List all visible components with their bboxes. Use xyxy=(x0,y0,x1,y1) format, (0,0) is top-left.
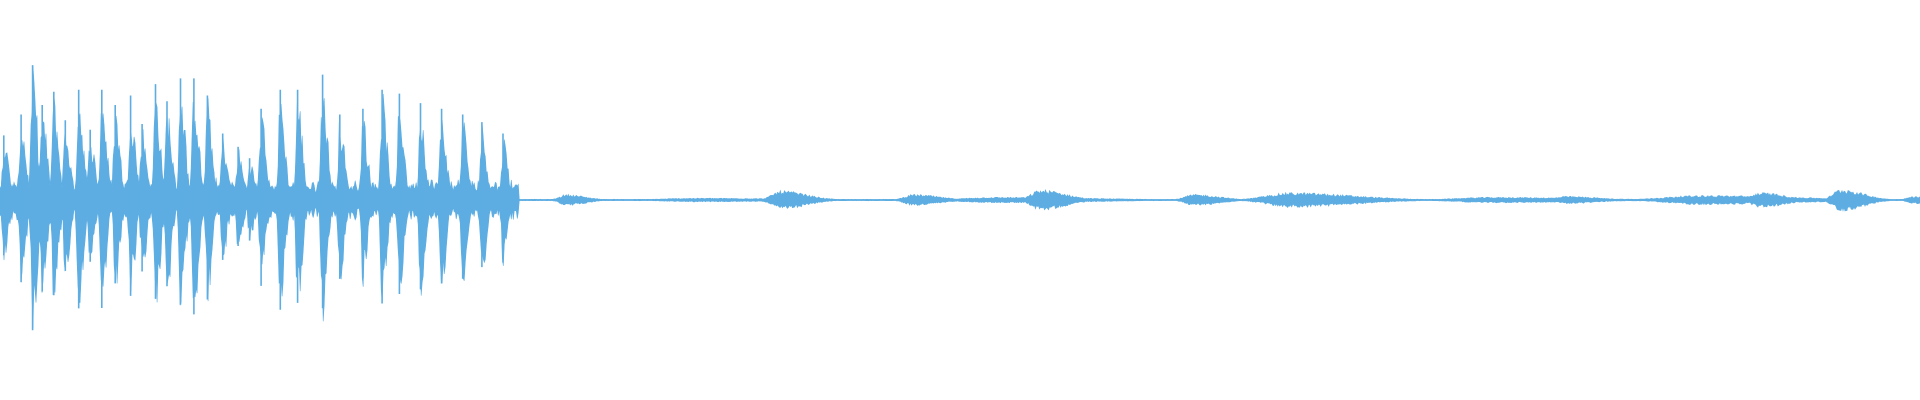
waveform-trace xyxy=(0,65,1920,331)
waveform-envelope xyxy=(0,66,1920,329)
